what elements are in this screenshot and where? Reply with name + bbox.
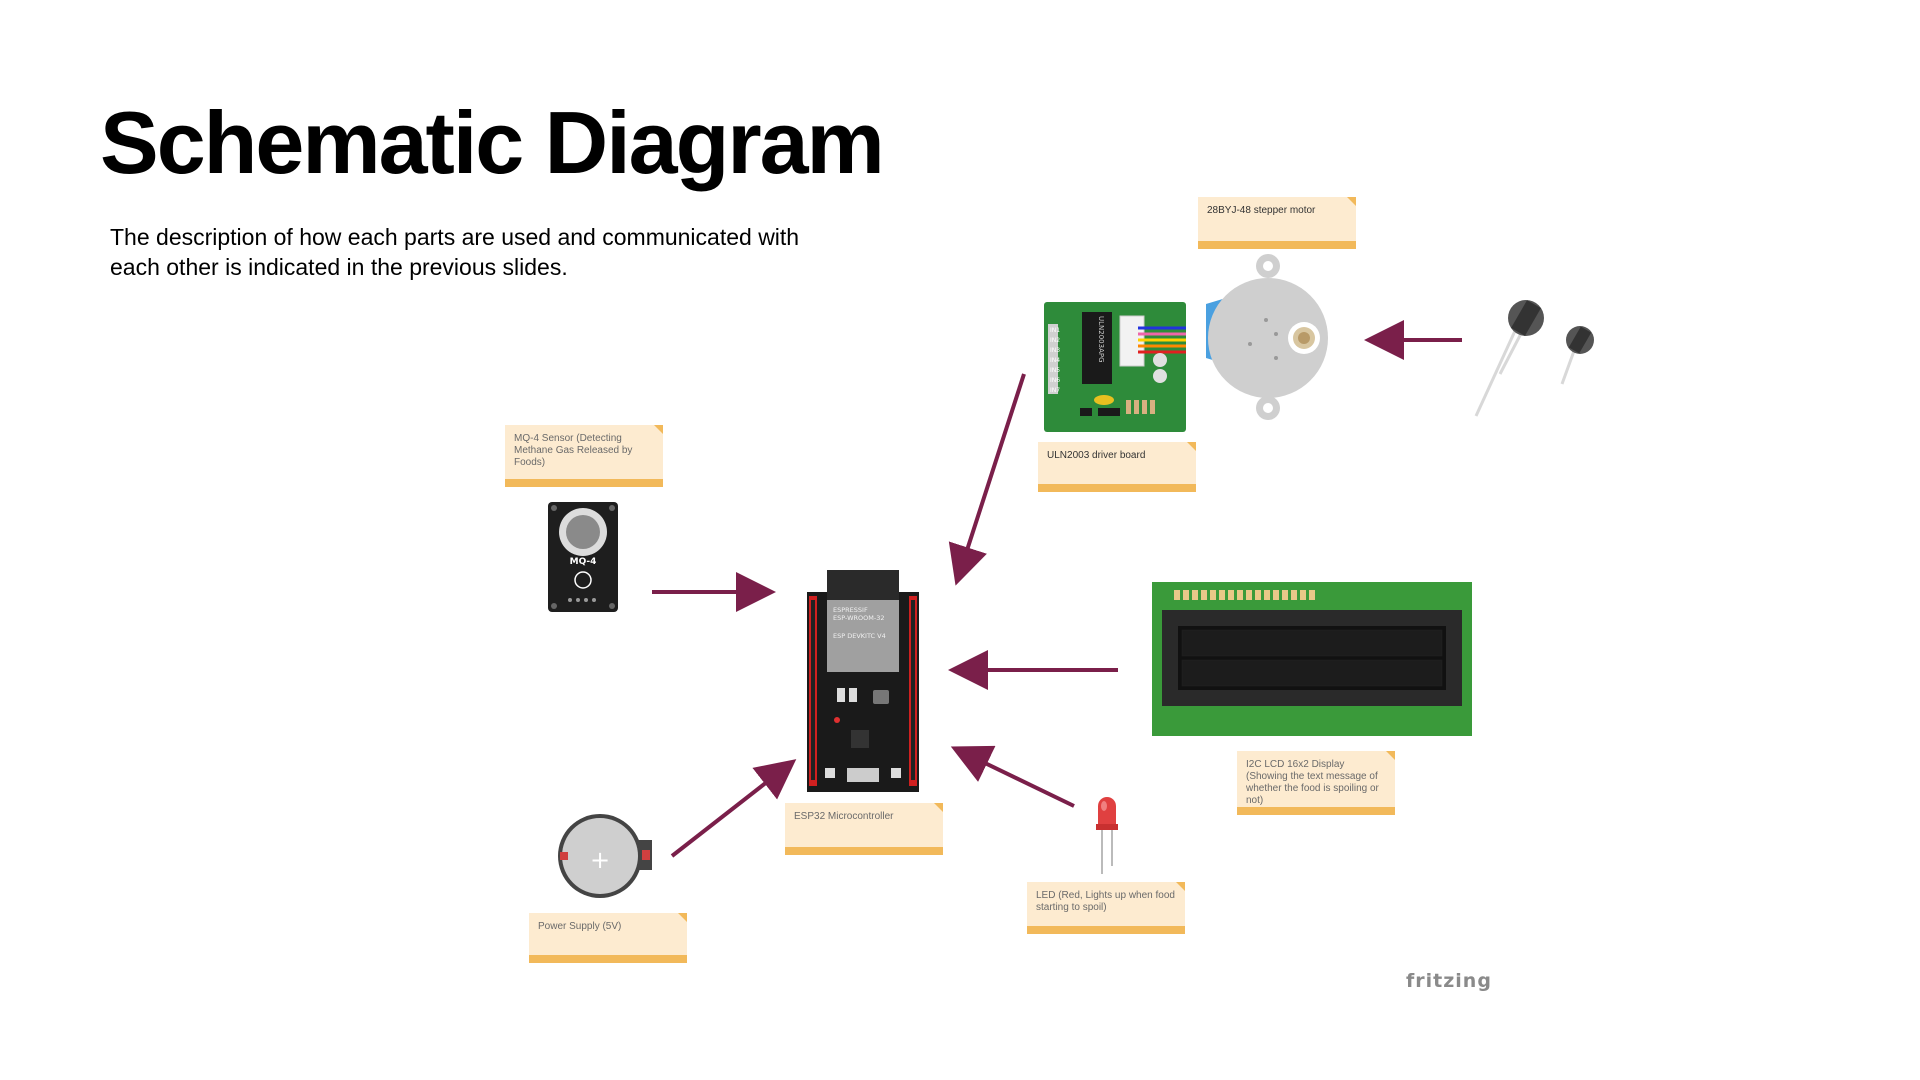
fritzing-watermark: fritzing	[1406, 970, 1492, 992]
svg-text:ESP-WROOM-32: ESP-WROOM-32	[833, 614, 885, 622]
svg-text:IN2: IN2	[1050, 337, 1060, 344]
svg-text:MQ-4: MQ-4	[570, 557, 597, 567]
slide-title: Schematic Diagram	[100, 93, 885, 192]
arrow-icon	[670, 759, 797, 858]
battery-icon: +	[556, 812, 656, 902]
svg-text:IN6: IN6	[1050, 377, 1060, 384]
note-esp32: ESP32 Microcontroller	[785, 803, 943, 855]
note-stepper-motor: 28BYJ-48 stepper motor	[1198, 197, 1356, 249]
svg-text:ESP DEVKITC V4: ESP DEVKITC V4	[833, 632, 886, 640]
svg-text:+: +	[590, 846, 610, 874]
note-mq4-sensor: MQ-4 Sensor (Detecting Methane Gas Relea…	[505, 425, 663, 487]
note-led: LED (Red, Lights up when food starting t…	[1027, 882, 1185, 934]
arrow-icon	[950, 745, 1075, 808]
svg-text:IN5: IN5	[1050, 367, 1060, 374]
svg-text:ESPRESSIF: ESPRESSIF	[833, 606, 868, 614]
esp32-board-icon: ESPRESSIF ESP-WROOM-32 ESP DEVKITC V4	[807, 570, 919, 792]
svg-text:IN1: IN1	[1050, 327, 1060, 334]
lcd-display-icon	[1152, 582, 1472, 736]
stepper-motor-icon	[1200, 254, 1340, 424]
svg-text:IN3: IN3	[1050, 347, 1060, 354]
gas-sensor-icon: MQ-4	[548, 502, 618, 612]
note-power-supply: Power Supply (5V)	[529, 913, 687, 963]
slide-subtitle: The description of how each parts are us…	[110, 224, 800, 280]
svg-text:IN7: IN7	[1050, 387, 1060, 394]
svg-text:ULN2003APG: ULN2003APG	[1097, 316, 1105, 363]
svg-text:IN4: IN4	[1050, 357, 1060, 364]
led-icon	[1092, 794, 1122, 874]
note-driver-board: ULN2003 driver board	[1038, 442, 1196, 492]
arrow-icon	[948, 373, 1026, 586]
knob-icon	[1470, 292, 1600, 422]
note-lcd: I2C LCD 16x2 Display (Showing the text m…	[1237, 751, 1395, 815]
